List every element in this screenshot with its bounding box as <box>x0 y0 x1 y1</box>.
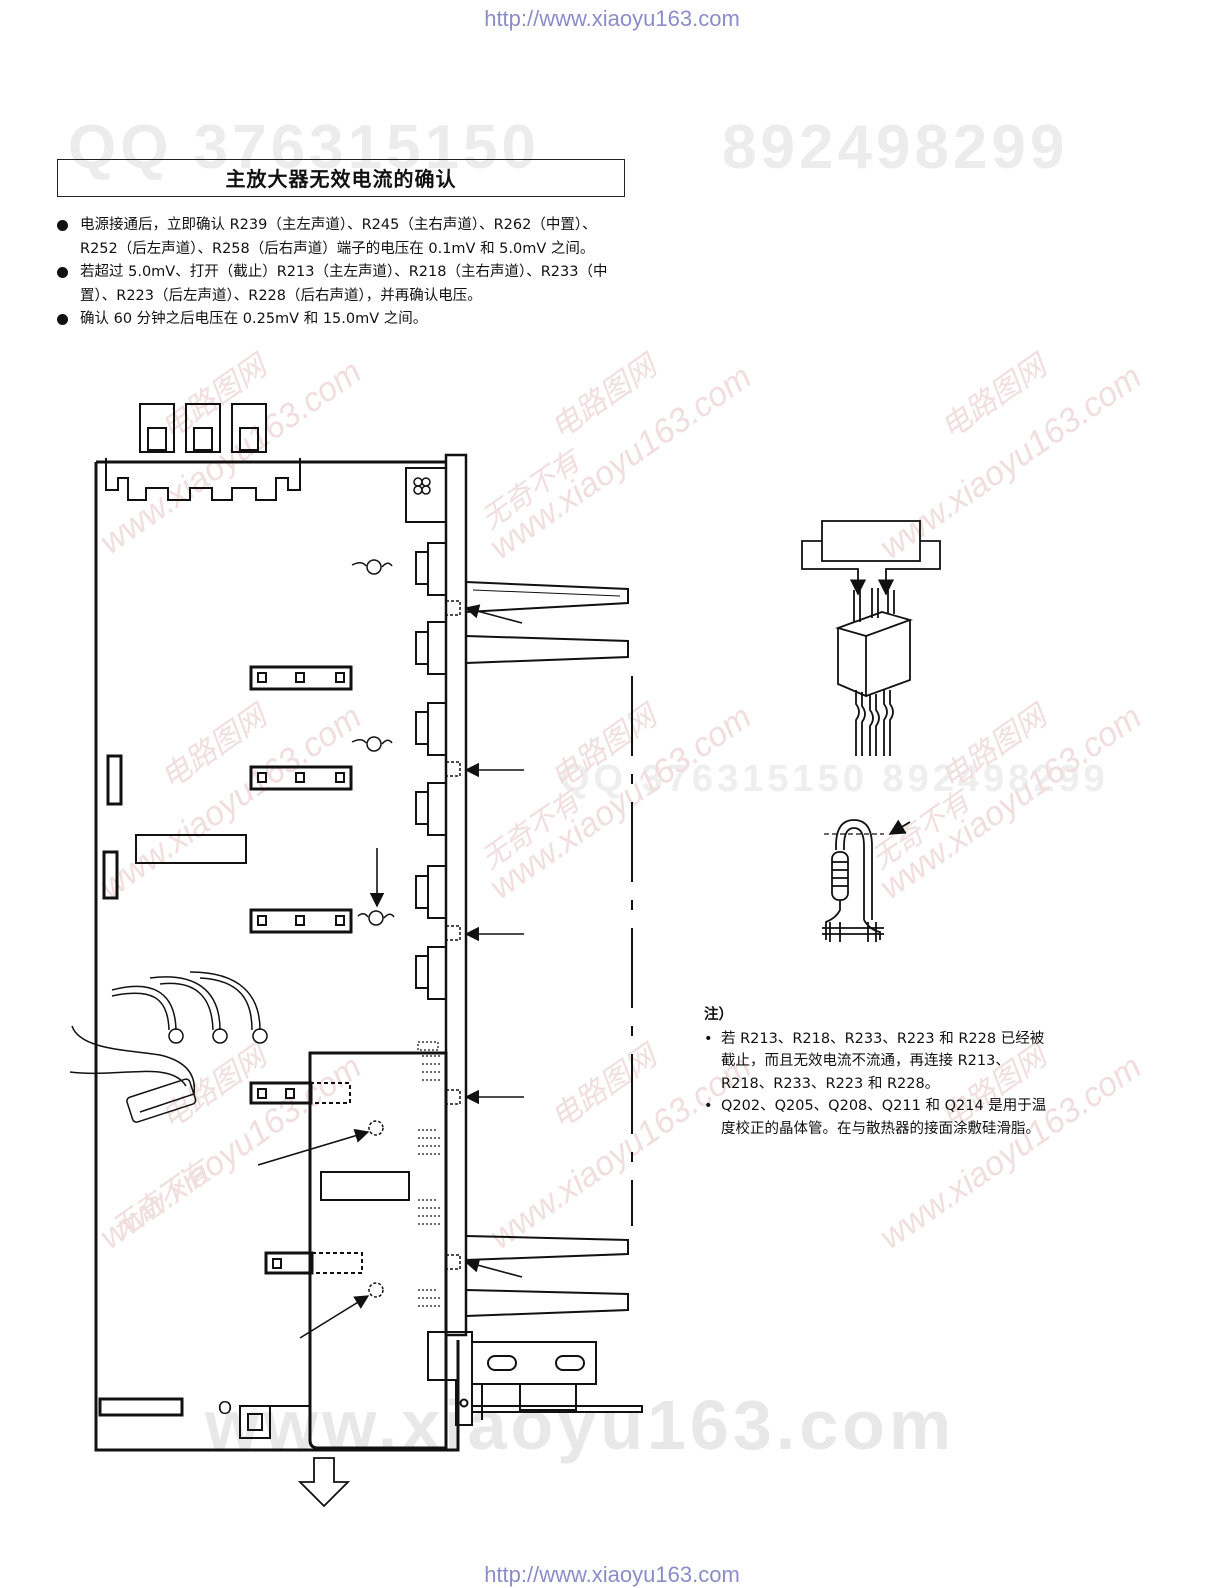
qq-watermark: QQ 376315150 <box>68 113 541 182</box>
power-transistors <box>415 542 447 1000</box>
sub-board <box>239 1041 643 1450</box>
bullet-dot-icon <box>57 314 68 325</box>
logo-mark <box>413 477 431 495</box>
slogan-watermark-4: 无奇不有 <box>106 1153 219 1245</box>
resistor-arrays <box>249 665 363 1275</box>
middle-watermark: QQ 376315150 892498299 <box>560 758 1109 800</box>
note-item: •Q202、Q205、Q208、Q211 和 Q214 是用于温度校正的晶体管。… <box>704 1095 1049 1140</box>
instruction-list: 电源接通后，立即确认 R239（主左声道）、R245（主右声道）、R262（中置… <box>57 214 617 332</box>
bullet-icon: • <box>704 1030 713 1047</box>
instruction-item: 确认 60 分钟之后电压在 0.25mV 和 15.0mV 之间。 <box>57 308 617 332</box>
heatsink <box>405 453 633 1337</box>
measurement-arrows <box>257 604 524 1339</box>
section-title: 主放大器无效电流的确认 <box>57 159 625 197</box>
note-item: •若 R213、R218、R233、R223 和 R228 已经被截止，而且无效… <box>704 1028 1049 1096</box>
pcb-drawing <box>69 403 643 1508</box>
test-point-symbols <box>351 559 395 926</box>
bullet-icon: • <box>704 1098 713 1114</box>
notes-title: 注） <box>704 1007 733 1023</box>
instruction-item: 电源接通后，立即确认 R239（主左声道）、R245（主右声道）、R262（中置… <box>57 214 617 261</box>
footer-url[interactable]: http://www.xiaoyu163.com <box>484 1562 740 1587</box>
instruction-item: 若超过 5.0mV、打开（截止）R213（主左声道）、R218（主右声道）、R2… <box>57 261 617 308</box>
wire-harness <box>69 971 268 1123</box>
header-url[interactable]: http://www.xiaoyu163.com <box>484 6 740 31</box>
direction-arrow-icon <box>297 1457 351 1508</box>
pcb-label: O <box>218 1398 232 1418</box>
speaker-connector <box>105 403 301 501</box>
resistor-positions <box>445 600 461 1270</box>
resistor-detail <box>822 819 911 942</box>
transistor-detail <box>801 520 941 756</box>
bullet-dot-icon <box>57 267 68 278</box>
bullet-dot-icon <box>57 220 68 231</box>
notes-section: 注） •若 R213、R218、R233、R223 和 R228 已经被截止，而… <box>704 1004 1049 1140</box>
number-watermark: 892498299 <box>722 113 1069 182</box>
